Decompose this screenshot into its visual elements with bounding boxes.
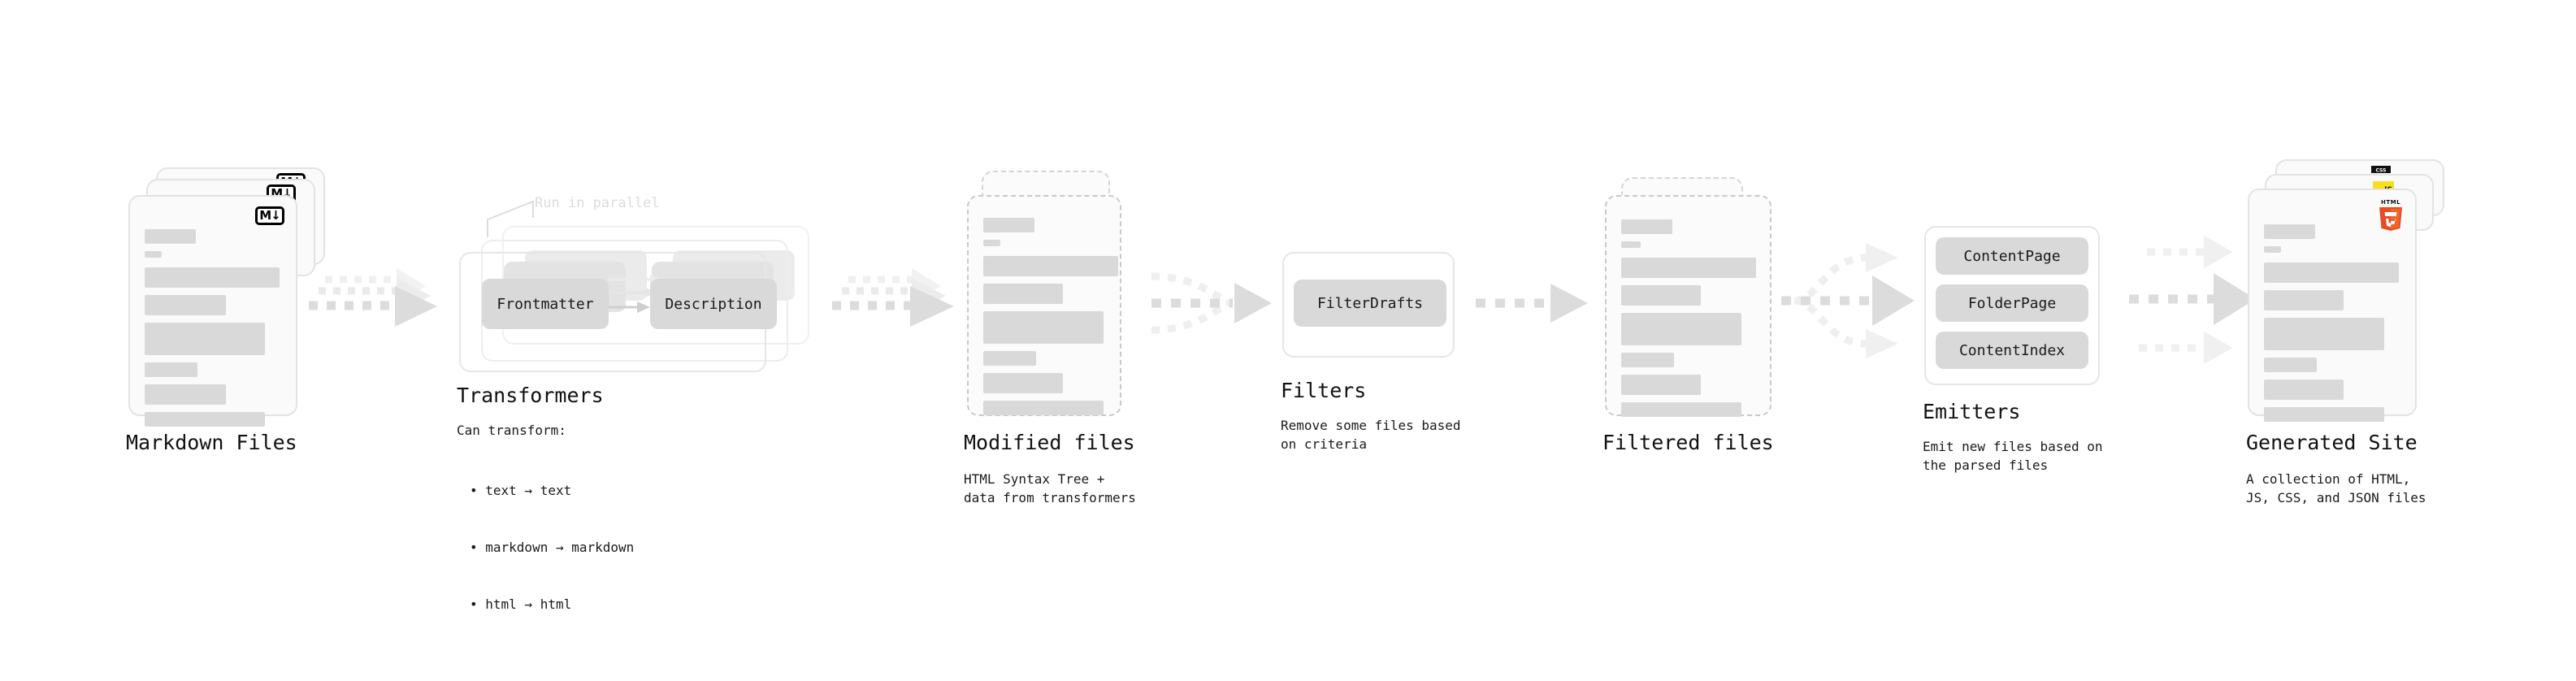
emitters-subtitle: Emit new files based on the parsed files [1923, 439, 2103, 474]
emitters-group-box [1924, 226, 2100, 385]
skeleton-row [2264, 407, 2384, 422]
skeleton-row [983, 373, 1063, 393]
skeleton-row [145, 229, 196, 244]
skeleton-row [145, 412, 265, 427]
skeleton-row [2264, 380, 2344, 400]
skeleton-row [2264, 224, 2315, 239]
modified-files-title: Modified files [964, 431, 1135, 454]
connector-filters-to-filtered [1472, 284, 1594, 339]
skeleton-row [983, 218, 1034, 232]
connector-transformers-to-modified [819, 268, 965, 333]
skeleton-row [1621, 313, 1741, 345]
skeleton-row [2264, 358, 2317, 372]
filters-subtitle: Remove some files based on criteria [1281, 418, 1461, 453]
transformer-node-frontmatter[interactable]: Frontmatter [482, 279, 609, 329]
transformers-title: Transformers [457, 384, 604, 407]
run-in-parallel-bracket [486, 200, 543, 237]
modified-skeleton-rows [983, 218, 1118, 423]
modified-files-subtitle: HTML Syntax Tree + data from transformer… [964, 471, 1136, 506]
skeleton-row [983, 401, 1104, 415]
transformers-bullet-html: • html → html [470, 596, 572, 612]
connector-emitters-to-site [2111, 234, 2257, 372]
skeleton-row [983, 351, 1036, 366]
skeleton-row [1621, 241, 1641, 248]
transformers-bullet-markdown: • markdown → markdown [470, 539, 635, 555]
generated-site-title: Generated Site [2246, 431, 2418, 454]
modified-card-front [967, 195, 1121, 416]
skeleton-row [1621, 375, 1701, 395]
transformers-subtitle: Can transform: [457, 423, 566, 438]
filter-node-filterdrafts[interactable]: FilterDrafts [1294, 280, 1446, 327]
skeleton-row [983, 240, 1000, 246]
connector-filtered-to-emitters [1778, 240, 1928, 362]
transformers-bullet-text: • text → text [470, 483, 572, 499]
skeleton-row [1621, 258, 1756, 278]
skeleton-row [1621, 353, 1674, 367]
site-card-front: HTML [2248, 189, 2417, 422]
connector-modified-to-filters [1134, 258, 1280, 344]
skeleton-row [145, 295, 226, 315]
markdown-skeleton-rows [145, 229, 281, 434]
site-skeleton-rows [2264, 224, 2400, 429]
filtered-skeleton-rows [1621, 219, 1756, 424]
skeleton-row [145, 251, 162, 258]
skeleton-row [2264, 262, 2399, 283]
skeleton-row [983, 256, 1118, 276]
skeleton-row [2264, 290, 2344, 310]
transformer-node-description[interactable]: Description [650, 279, 777, 329]
markdown-card-front: M↓ [128, 195, 297, 427]
svg-text:HTML: HTML [2381, 199, 2400, 206]
filters-title: Filters [1281, 379, 1367, 402]
run-in-parallel-label: Run in parallel [535, 195, 660, 211]
skeleton-row [145, 267, 280, 288]
emitter-node-contentindex[interactable]: ContentIndex [1936, 332, 2088, 369]
skeleton-row [2264, 318, 2384, 350]
emitter-node-folderpage[interactable]: FolderPage [1936, 284, 2088, 322]
filtered-card-front [1605, 195, 1772, 417]
connector-md-to-transformers [307, 268, 449, 333]
skeleton-row [983, 311, 1104, 344]
html5-icon: HTML [2376, 197, 2405, 231]
filters-group-box [1282, 252, 1455, 358]
skeleton-row [1621, 402, 1741, 417]
filtered-files-title: Filtered files [1602, 431, 1774, 454]
transformers-bullet-list: • text → text • markdown → markdown • ht… [470, 444, 634, 651]
markdown-icon: M↓ [255, 206, 284, 225]
skeleton-row [2264, 246, 2281, 253]
emitters-title: Emitters [1923, 400, 2021, 423]
skeleton-row [145, 362, 197, 377]
svg-text:CSS: CSS [2376, 168, 2387, 174]
skeleton-row [145, 323, 265, 355]
emitter-node-contentpage[interactable]: ContentPage [1936, 237, 2088, 275]
generated-site-subtitle: A collection of HTML, JS, CSS, and JSON … [2246, 471, 2426, 506]
skeleton-row [145, 384, 226, 405]
skeleton-row [1621, 285, 1701, 306]
skeleton-row [983, 284, 1063, 304]
markdown-files-title: Markdown Files [126, 431, 297, 454]
skeleton-row [1621, 219, 1672, 234]
